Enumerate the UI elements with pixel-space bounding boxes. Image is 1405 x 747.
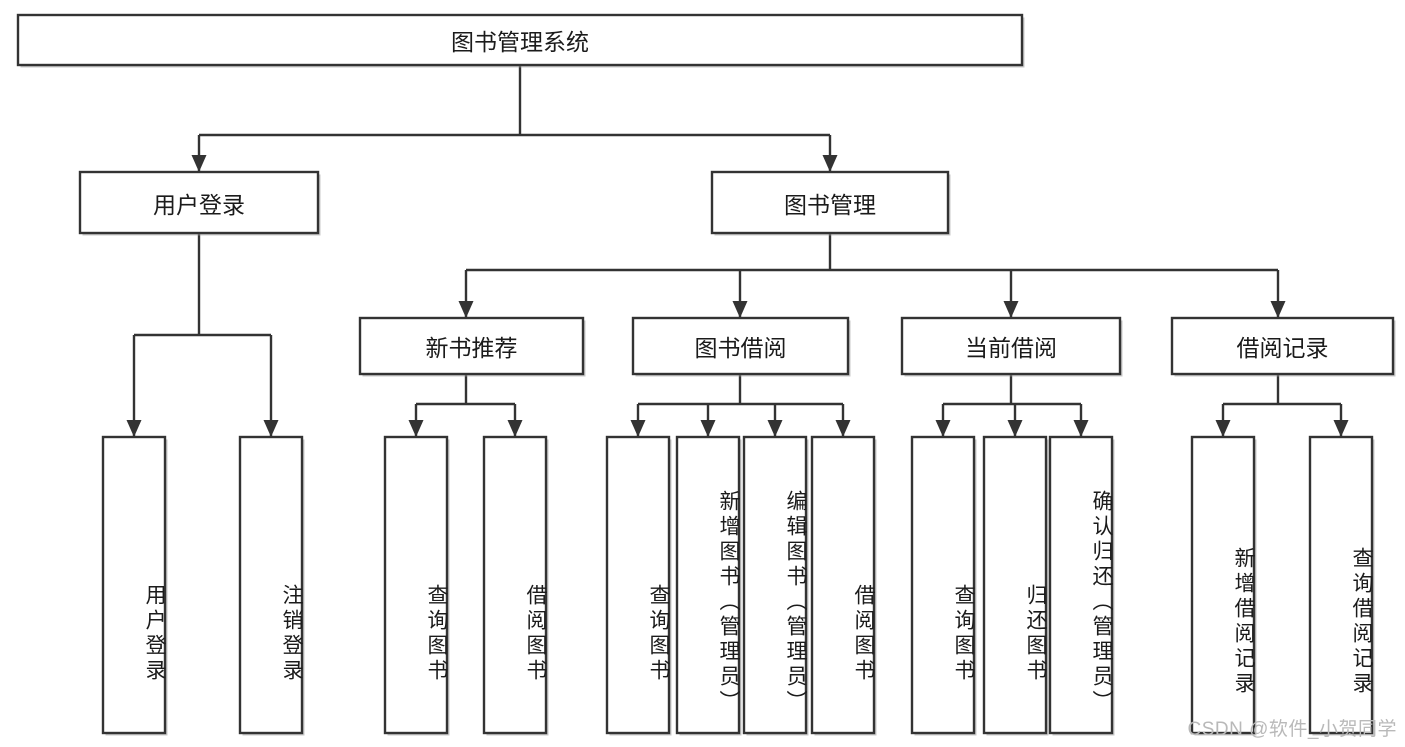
arrow-head-icon bbox=[1007, 420, 1023, 437]
node-box-new-book-recommend[interactable] bbox=[358, 316, 586, 377]
arrow-head-icon bbox=[630, 420, 646, 437]
arrow-head-icon bbox=[507, 420, 523, 437]
arrow-head-icon bbox=[408, 420, 424, 437]
arrow-head-icon bbox=[191, 155, 207, 172]
node-box-user-login[interactable] bbox=[78, 170, 321, 236]
node-box-borrow-record[interactable] bbox=[1170, 316, 1396, 377]
arrow-head-icon bbox=[732, 301, 748, 318]
node-box-leaf-return-book[interactable] bbox=[982, 435, 1049, 736]
node-box-leaf-query-record[interactable] bbox=[1308, 435, 1375, 736]
node-box-leaf-user-login[interactable] bbox=[101, 435, 168, 736]
node-box-leaf-query-book-1[interactable] bbox=[383, 435, 450, 736]
arrow-head-icon bbox=[1003, 301, 1019, 318]
arrow-head-icon bbox=[935, 420, 951, 437]
node-box-leaf-borrow-book-1[interactable] bbox=[482, 435, 549, 736]
conn-book-manage-to-level3 bbox=[458, 233, 1286, 318]
arrow-head-icon bbox=[1073, 420, 1089, 437]
conn-user-login-to-leaves bbox=[126, 233, 279, 437]
conn-recommend-to-leaves bbox=[408, 374, 523, 437]
arrow-head-icon bbox=[458, 301, 474, 318]
conn-borrow-to-leaves bbox=[630, 374, 851, 437]
node-box-root[interactable] bbox=[16, 13, 1025, 68]
node-box-book-borrow[interactable] bbox=[631, 316, 851, 377]
box-layer bbox=[16, 13, 1396, 736]
arrow-head-icon bbox=[767, 420, 783, 437]
arrow-head-icon bbox=[126, 420, 142, 437]
arrow-head-icon bbox=[822, 155, 838, 172]
connector-layer bbox=[126, 65, 1349, 437]
node-box-leaf-user-logout[interactable] bbox=[238, 435, 305, 736]
watermark: CSDN @软件_小贺同学 bbox=[1187, 719, 1397, 740]
node-box-leaf-add-record[interactable] bbox=[1190, 435, 1257, 736]
arrow-head-icon bbox=[700, 420, 716, 437]
arrow-head-icon bbox=[263, 420, 279, 437]
node-box-leaf-edit-book[interactable] bbox=[742, 435, 809, 736]
arrow-head-icon bbox=[1333, 420, 1349, 437]
conn-root-to-level2 bbox=[191, 65, 838, 172]
arrow-head-icon bbox=[1215, 420, 1231, 437]
node-box-leaf-query-book-3[interactable] bbox=[910, 435, 977, 736]
conn-current-to-leaves bbox=[935, 374, 1089, 437]
node-box-current-borrow[interactable] bbox=[900, 316, 1123, 377]
node-box-leaf-add-book[interactable] bbox=[675, 435, 742, 736]
arrow-head-icon bbox=[835, 420, 851, 437]
node-box-leaf-query-book-2[interactable] bbox=[605, 435, 672, 736]
node-box-leaf-borrow-book-2[interactable] bbox=[810, 435, 877, 736]
node-box-leaf-confirm-return[interactable] bbox=[1048, 435, 1115, 736]
conn-record-to-leaves bbox=[1215, 374, 1349, 437]
arrow-head-icon bbox=[1270, 301, 1286, 318]
node-box-book-manage[interactable] bbox=[710, 170, 951, 236]
